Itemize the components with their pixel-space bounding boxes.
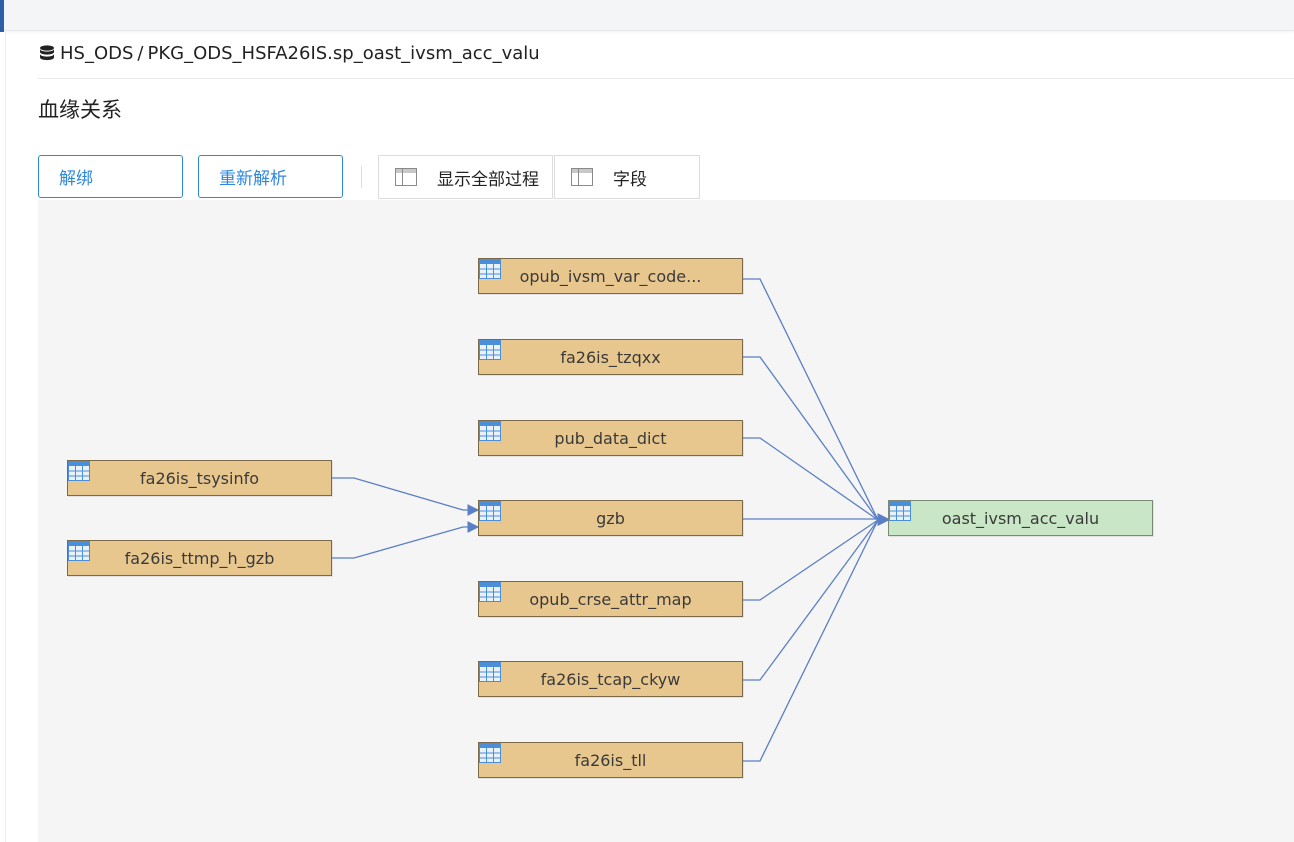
top-bar	[0, 0, 1294, 31]
reparse-button[interactable]: 重新解析	[198, 155, 343, 198]
table-icon	[479, 501, 501, 521]
breadcrumb-object: PKG_ODS_HSFA26IS.sp_oast_ivsm_acc_valu	[147, 42, 540, 64]
node-label: fa26is_tsysinfo	[140, 468, 259, 488]
show-all-process-label: 显示全部过程	[437, 169, 539, 190]
node-label: opub_ivsm_var_code...	[519, 266, 702, 286]
lineage-node[interactable]: opub_crse_attr_map	[478, 581, 743, 617]
sidebar-accent	[0, 0, 4, 32]
lineage-node[interactable]: opub_ivsm_var_code...	[478, 258, 743, 294]
edge-mid-3-target	[742, 437, 890, 526]
header-divider	[38, 78, 1294, 79]
table-layout-icon	[571, 168, 593, 186]
lineage-edges	[331, 278, 890, 762]
node-label: gzb	[596, 508, 625, 528]
collapsed-sidebar	[0, 32, 6, 842]
table-icon	[479, 340, 501, 360]
section-title: 血缘关系	[38, 98, 122, 122]
breadcrumb: HS_ODS / PKG_ODS_HSFA26IS.sp_oast_ivsm_a…	[38, 40, 540, 66]
table-icon	[479, 582, 501, 602]
table-layout-icon	[395, 168, 417, 186]
lineage-node[interactable]: pub_data_dict	[478, 420, 743, 456]
node-label: pub_data_dict	[554, 428, 667, 448]
breadcrumb-schema[interactable]: HS_ODS	[60, 42, 134, 64]
breadcrumb-separator: /	[137, 42, 144, 64]
node-label: fa26is_ttmp_h_gzb	[124, 548, 275, 568]
fields-label: 字段	[613, 169, 647, 190]
edge-mid-5-target	[742, 514, 890, 601]
table-icon	[479, 662, 501, 682]
node-label: opub_crse_attr_map	[529, 589, 692, 609]
table-icon	[479, 743, 501, 763]
lineage-node[interactable]: fa26is_tll	[478, 742, 743, 778]
unbind-button-label: 解绑	[59, 169, 93, 189]
table-icon	[479, 421, 501, 441]
edge-left-2-gzb	[331, 521, 480, 559]
table-icon	[68, 541, 90, 561]
node-label: oast_ivsm_acc_valu	[941, 508, 1100, 528]
table-icon	[889, 501, 911, 521]
lineage-node[interactable]: fa26is_tzqxx	[478, 339, 743, 375]
reparse-button-label: 重新解析	[219, 169, 287, 189]
lineage-node[interactable]: fa26is_ttmp_h_gzb	[67, 540, 332, 576]
unbind-button[interactable]: 解绑	[38, 155, 183, 198]
lineage-canvas[interactable]: fa26is_tsysinfo fa26is_ttmp_h_gzb opub_i…	[38, 200, 1294, 842]
edge-mid-7-target	[742, 514, 890, 762]
edge-mid-1-target	[742, 278, 890, 526]
edge-left-1-gzb	[331, 477, 480, 516]
database-icon	[40, 45, 54, 61]
lineage-node[interactable]: gzb	[478, 500, 743, 536]
lineage-node[interactable]: fa26is_tcap_ckyw	[478, 661, 743, 697]
node-label: fa26is_tcap_ckyw	[540, 669, 681, 689]
toolbar-separator	[361, 166, 362, 188]
fields-toggle[interactable]: 字段	[554, 155, 700, 199]
lineage-node[interactable]: fa26is_tsysinfo	[67, 460, 332, 496]
target-node[interactable]: oast_ivsm_acc_valu	[888, 500, 1153, 536]
node-label: fa26is_tzqxx	[560, 347, 661, 367]
show-all-process-toggle[interactable]: 显示全部过程	[378, 155, 553, 199]
table-icon	[479, 259, 501, 279]
node-label: fa26is_tll	[574, 750, 647, 770]
table-icon	[68, 461, 90, 481]
